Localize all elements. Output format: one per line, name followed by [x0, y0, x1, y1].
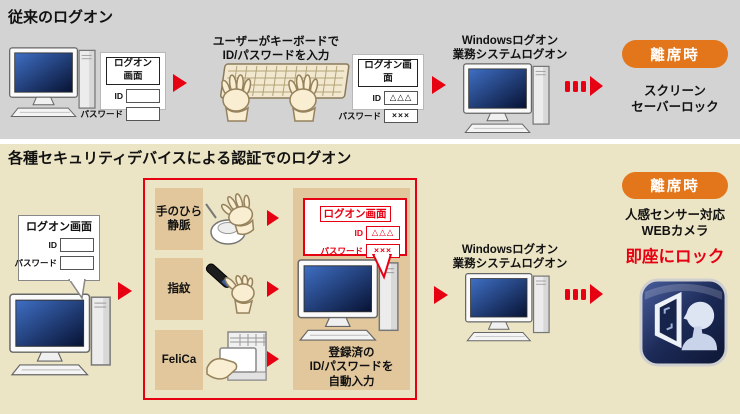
password-label: パスワード: [14, 258, 57, 269]
password-field: [126, 106, 160, 121]
device-label-line1: FeliCa: [161, 353, 197, 366]
webcam-face-lock-icon: [639, 278, 728, 367]
login-screen-title: ログオン画面: [319, 206, 391, 223]
arrow-right-icon: [173, 74, 187, 92]
device-label-line1: 指紋: [167, 282, 191, 295]
palm-vein-device-icon: [205, 193, 255, 245]
desktop-pc-icon: [465, 273, 550, 342]
auto-input-caption: 登録済の ID/パスワードを 自動入力: [291, 346, 412, 389]
id-value: △△△: [384, 90, 418, 105]
keyboard-caption-line2: ID/パスワードを入力: [222, 50, 330, 63]
auto-login-screen-bubble: ログオン画面 ID△△△ パスワード×××: [303, 198, 407, 259]
screensaver-line1: スクリーン: [644, 84, 706, 98]
keyboard-caption-line1: ユーザーがキーボードで: [212, 36, 340, 48]
auto-input-line2: ID/パスワードを: [309, 361, 394, 374]
desktop-pc-icon: [9, 293, 111, 376]
legacy-login-screen-box: ログオン画面 ID パスワード: [80, 52, 166, 121]
password-label: パスワード: [80, 108, 123, 119]
password-field: [60, 256, 94, 271]
legacy-login-filled-box: ログオン画面 ID△△△ パスワード×××: [338, 54, 424, 123]
windows-logon-line1: Windowsログオン: [461, 35, 559, 47]
arrow-right-icon: [434, 286, 448, 304]
password-value: ×××: [384, 108, 418, 123]
bubble-tail: [68, 279, 86, 300]
login-screen-title: ログオン画面: [106, 57, 160, 85]
login-screen-title: ログオン画面: [26, 221, 92, 233]
device-label-felica: FeliCa: [155, 330, 203, 390]
section-divider: [0, 139, 740, 144]
id-label: ID: [372, 92, 382, 103]
arrow-right-icon: [267, 351, 279, 367]
windows-logon-line1: Windowsログオン: [461, 244, 559, 256]
keyboard-typing-icon: [220, 63, 350, 122]
device-auth-frame: [143, 178, 417, 400]
desktop-pc-icon: [297, 259, 399, 341]
instant-lock-text: 即座にロック: [625, 248, 725, 266]
away-badge: 離席時: [622, 40, 728, 68]
webcam-caption: 人感センサー対応 WEBカメラ: [610, 208, 740, 239]
id-label: ID: [114, 90, 124, 101]
id-label: ID: [354, 228, 364, 239]
arrow-right-icon: [432, 76, 446, 94]
device-heading: 各種セキュリティデバイスによる認証でのログオン: [8, 150, 352, 167]
desktop-pc-icon: [9, 47, 96, 117]
felica-card-icon: [206, 331, 267, 381]
arrow-right-icon: [267, 281, 279, 297]
device-windows-caption: Windowsログオン 業務システムログオン: [443, 243, 577, 272]
bubble-tail: [372, 254, 393, 280]
screensaver-line2: セーバーロック: [631, 99, 719, 114]
arrow-right-icon: [118, 282, 132, 300]
device-label-palm-vein: 手のひら 静脈: [155, 188, 203, 250]
auto-input-line3: 自動入力: [328, 375, 375, 388]
legacy-windows-caption: Windowsログオン 業務システムログオン: [443, 34, 577, 63]
dashed-arrow-icon: [565, 76, 603, 96]
password-label: パスワード: [338, 110, 381, 121]
login-screen-title: ログオン画面: [358, 59, 418, 87]
device-label-line2: 静脈: [167, 220, 191, 232]
desktop-pc-icon: [463, 63, 550, 133]
windows-logon-line2: 業務システムログオン: [452, 258, 568, 271]
device-login-screen-bubble: ログオン画面 ID パスワード: [14, 215, 100, 281]
id-value: △△△: [366, 226, 400, 241]
device-label-fingerprint: 指紋: [155, 258, 203, 320]
keyboard-caption: ユーザーがキーボードで ID/パスワードを入力: [196, 35, 356, 64]
webcam-line1: 人感センサー対応: [624, 208, 725, 222]
webcam-line2: WEBカメラ: [641, 223, 709, 238]
device-label-line1: 手のひら: [156, 205, 202, 218]
legacy-heading: 従来のログオン: [8, 9, 114, 26]
password-label: パスワード: [320, 246, 363, 257]
id-label: ID: [48, 240, 58, 251]
dashed-arrow-icon: [565, 284, 603, 304]
id-field: [60, 238, 94, 253]
auto-input-line1: 登録済の: [328, 347, 375, 359]
id-field: [126, 88, 160, 103]
windows-logon-line2: 業務システムログオン: [452, 49, 568, 62]
fingerprint-sensor-icon: [205, 263, 255, 314]
away-badge: 離席時: [622, 172, 728, 199]
arrow-right-icon: [267, 210, 279, 226]
screensaver-lock-caption: スクリーン セーバーロック: [613, 84, 737, 115]
